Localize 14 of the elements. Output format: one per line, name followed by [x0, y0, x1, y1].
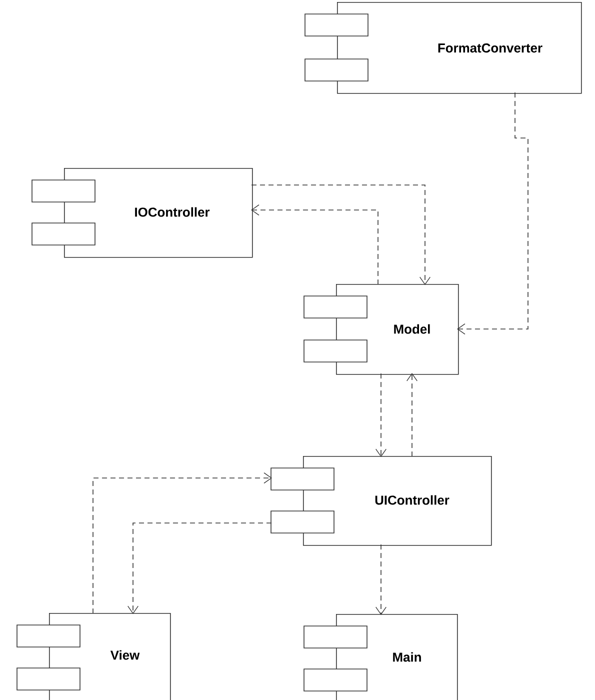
component-box: UIController — [270, 456, 492, 546]
dependency-arrow — [406, 373, 418, 457]
dependency-arrow — [457, 92, 528, 335]
dependency-arrow — [128, 522, 272, 614]
component-box: Main — [304, 614, 458, 700]
dependency-arrow — [92, 472, 272, 614]
dependency-arrow — [375, 544, 387, 615]
component-box: View — [16, 613, 171, 700]
dependency-arrow — [375, 373, 387, 457]
dependency-arrow — [251, 184, 431, 285]
dependency-arrow — [251, 204, 378, 285]
component-box: FormatConverter — [304, 2, 582, 94]
component-box: IOController — [32, 168, 253, 258]
component-box: Model — [304, 284, 459, 375]
